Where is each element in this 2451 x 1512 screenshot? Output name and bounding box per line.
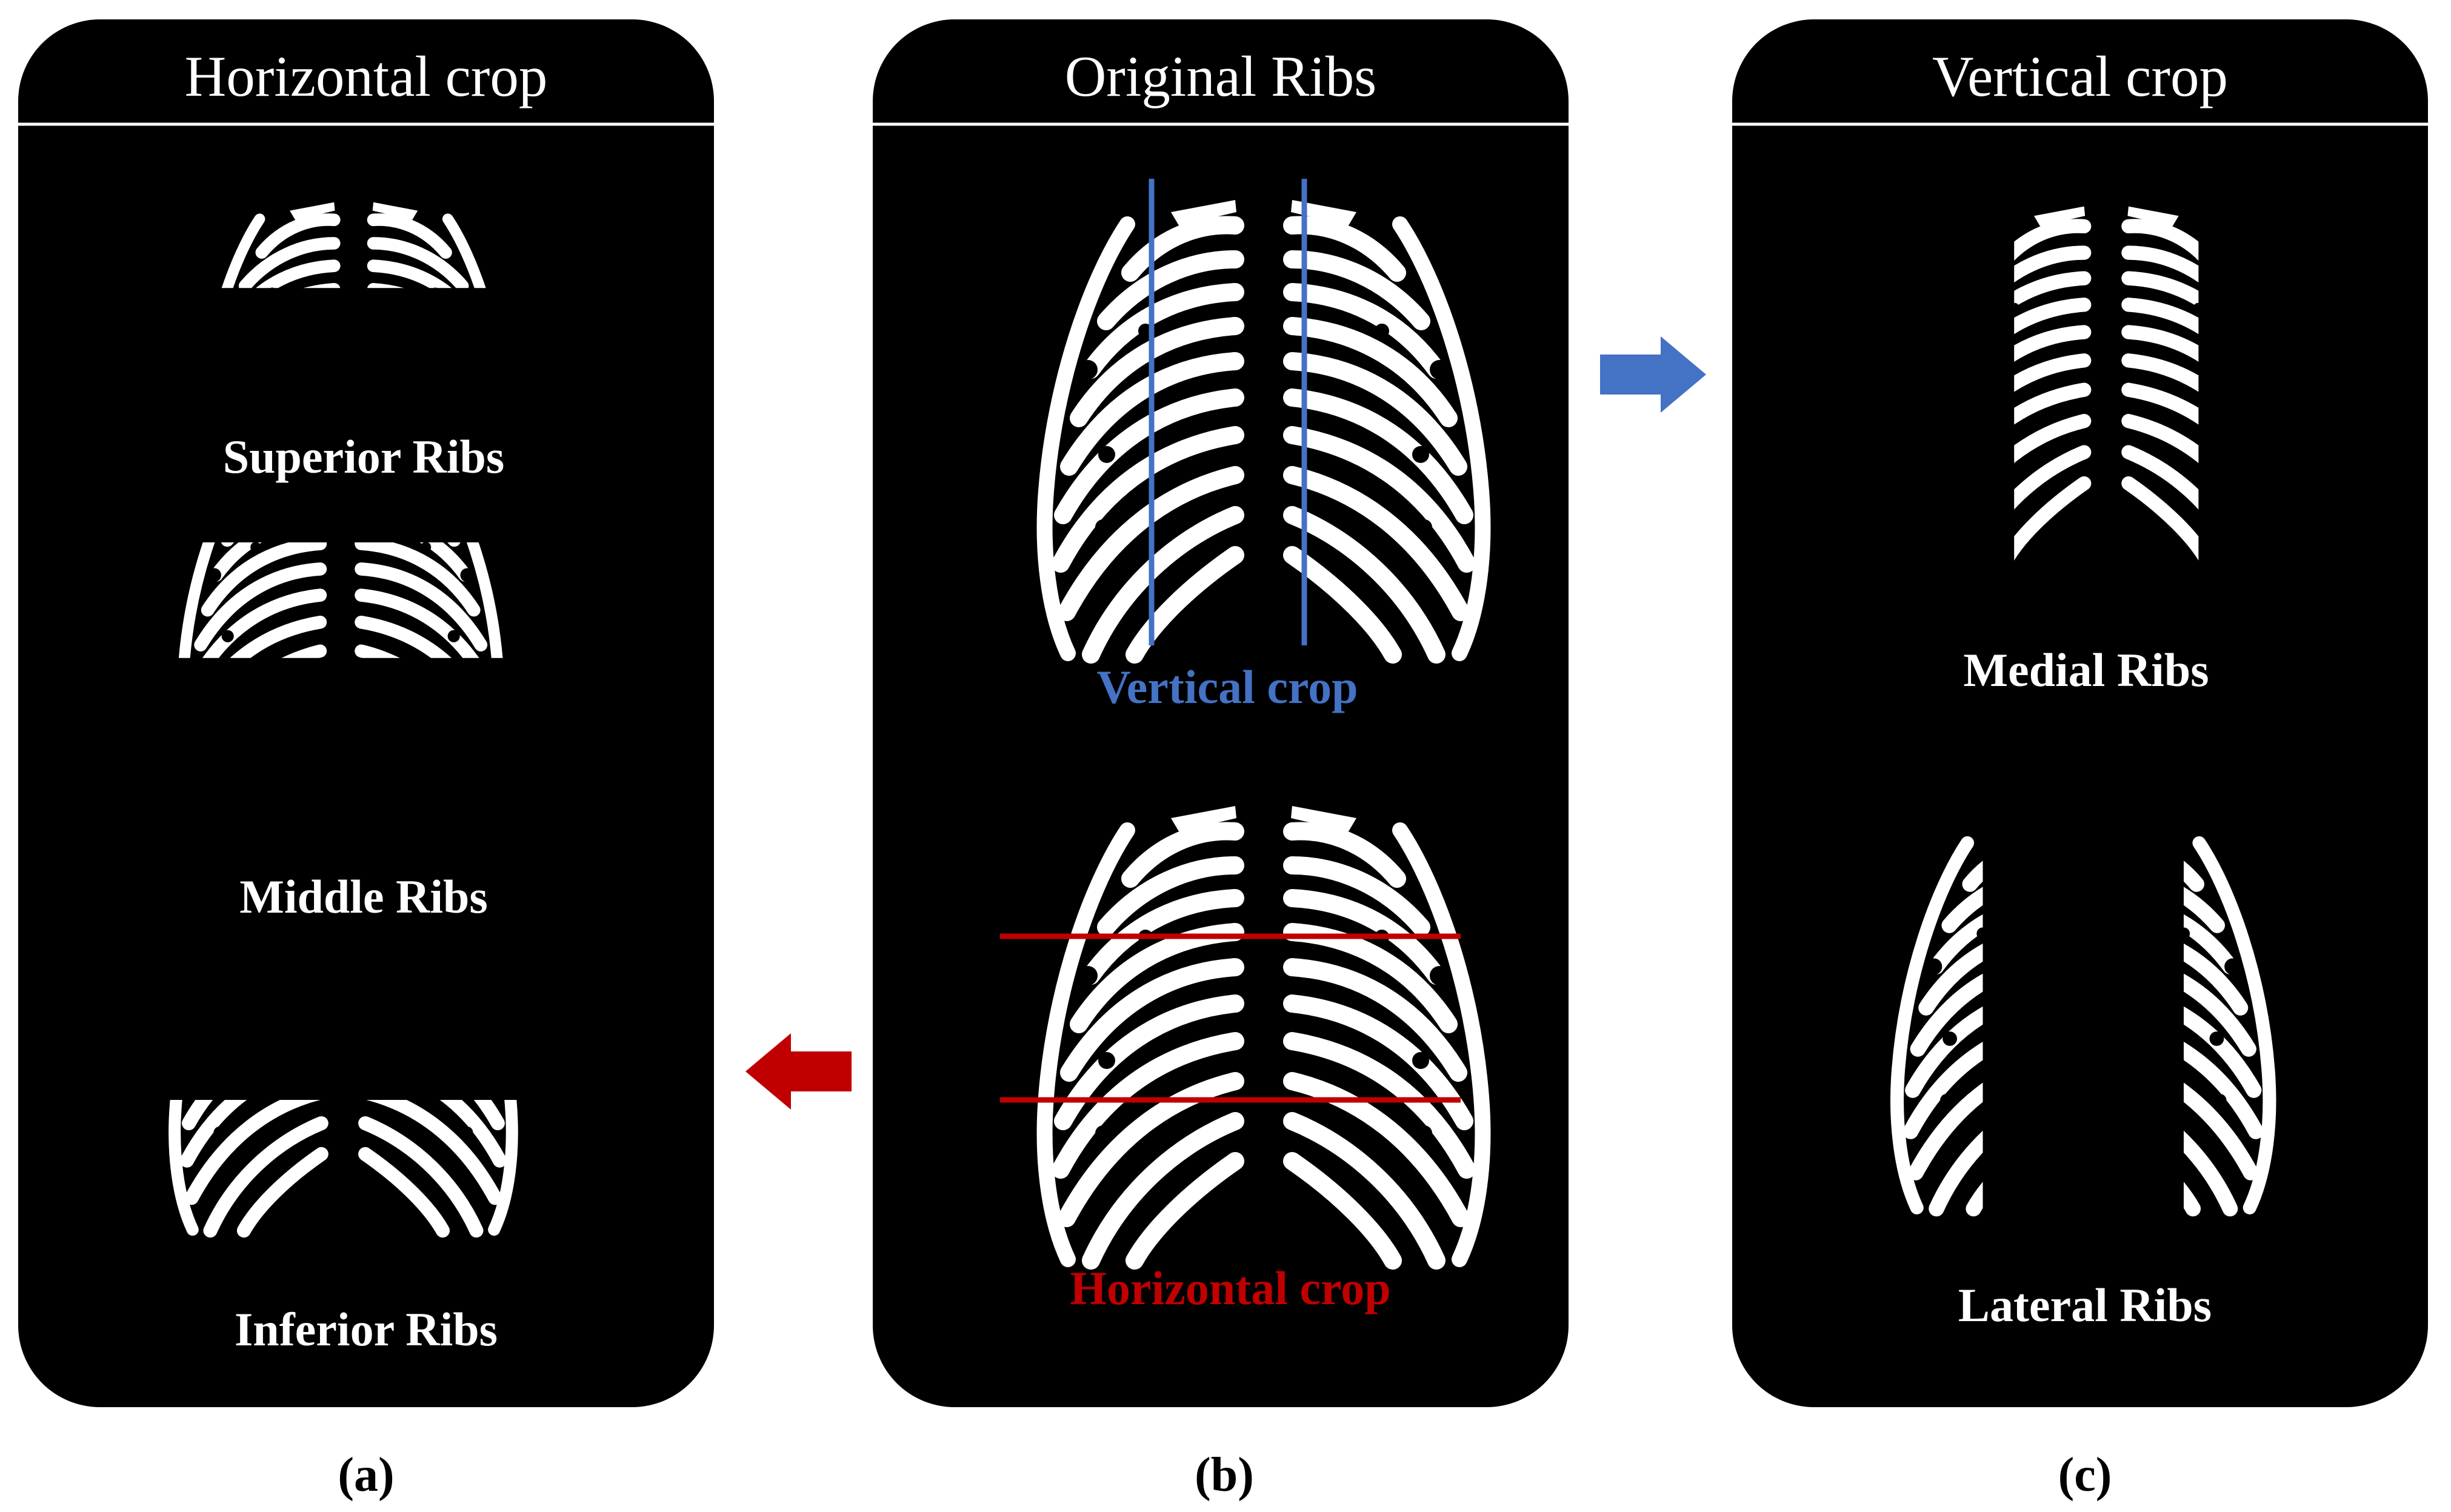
horizontal-crop-label: Horizontal crop xyxy=(1070,1262,1390,1314)
panel-c: Vertical crop Medial Ribs Lateral Ribs xyxy=(1732,19,2428,1407)
superior-ribs-label: Superior Ribs xyxy=(223,430,505,483)
medial-ribs-label: Medial Ribs xyxy=(1963,644,2209,696)
arrow-right-icon xyxy=(1600,336,1706,413)
original-ribs-horizontal-image xyxy=(1000,806,1482,1261)
panel-a: Horizontal crop Superior Ribs Middle Rib… xyxy=(18,19,714,1407)
panel-c-background xyxy=(1732,19,2428,1407)
vertical-crop-label: Vertical crop xyxy=(1096,661,1358,713)
original-ribs-vertical-image xyxy=(1045,179,1483,654)
panel-a-background xyxy=(18,19,714,1407)
panel-b-title: Original Ribs xyxy=(1065,44,1377,108)
caption-c: (c) xyxy=(2058,1448,2112,1502)
inferior-ribs-label: Inferior Ribs xyxy=(235,1303,498,1356)
lateral-ribs-label: Lateral Ribs xyxy=(1958,1279,2212,1331)
panel-b: Original Ribs Vertical crop Horizontal c… xyxy=(873,19,1569,1407)
panel-c-title: Vertical crop xyxy=(1932,44,2228,108)
caption-a: (a) xyxy=(338,1448,394,1502)
middle-ribs-label: Middle Ribs xyxy=(239,870,488,923)
caption-b: (b) xyxy=(1195,1448,1254,1502)
arrow-left-icon xyxy=(745,1033,852,1110)
panel-a-title: Horizontal crop xyxy=(185,44,548,108)
